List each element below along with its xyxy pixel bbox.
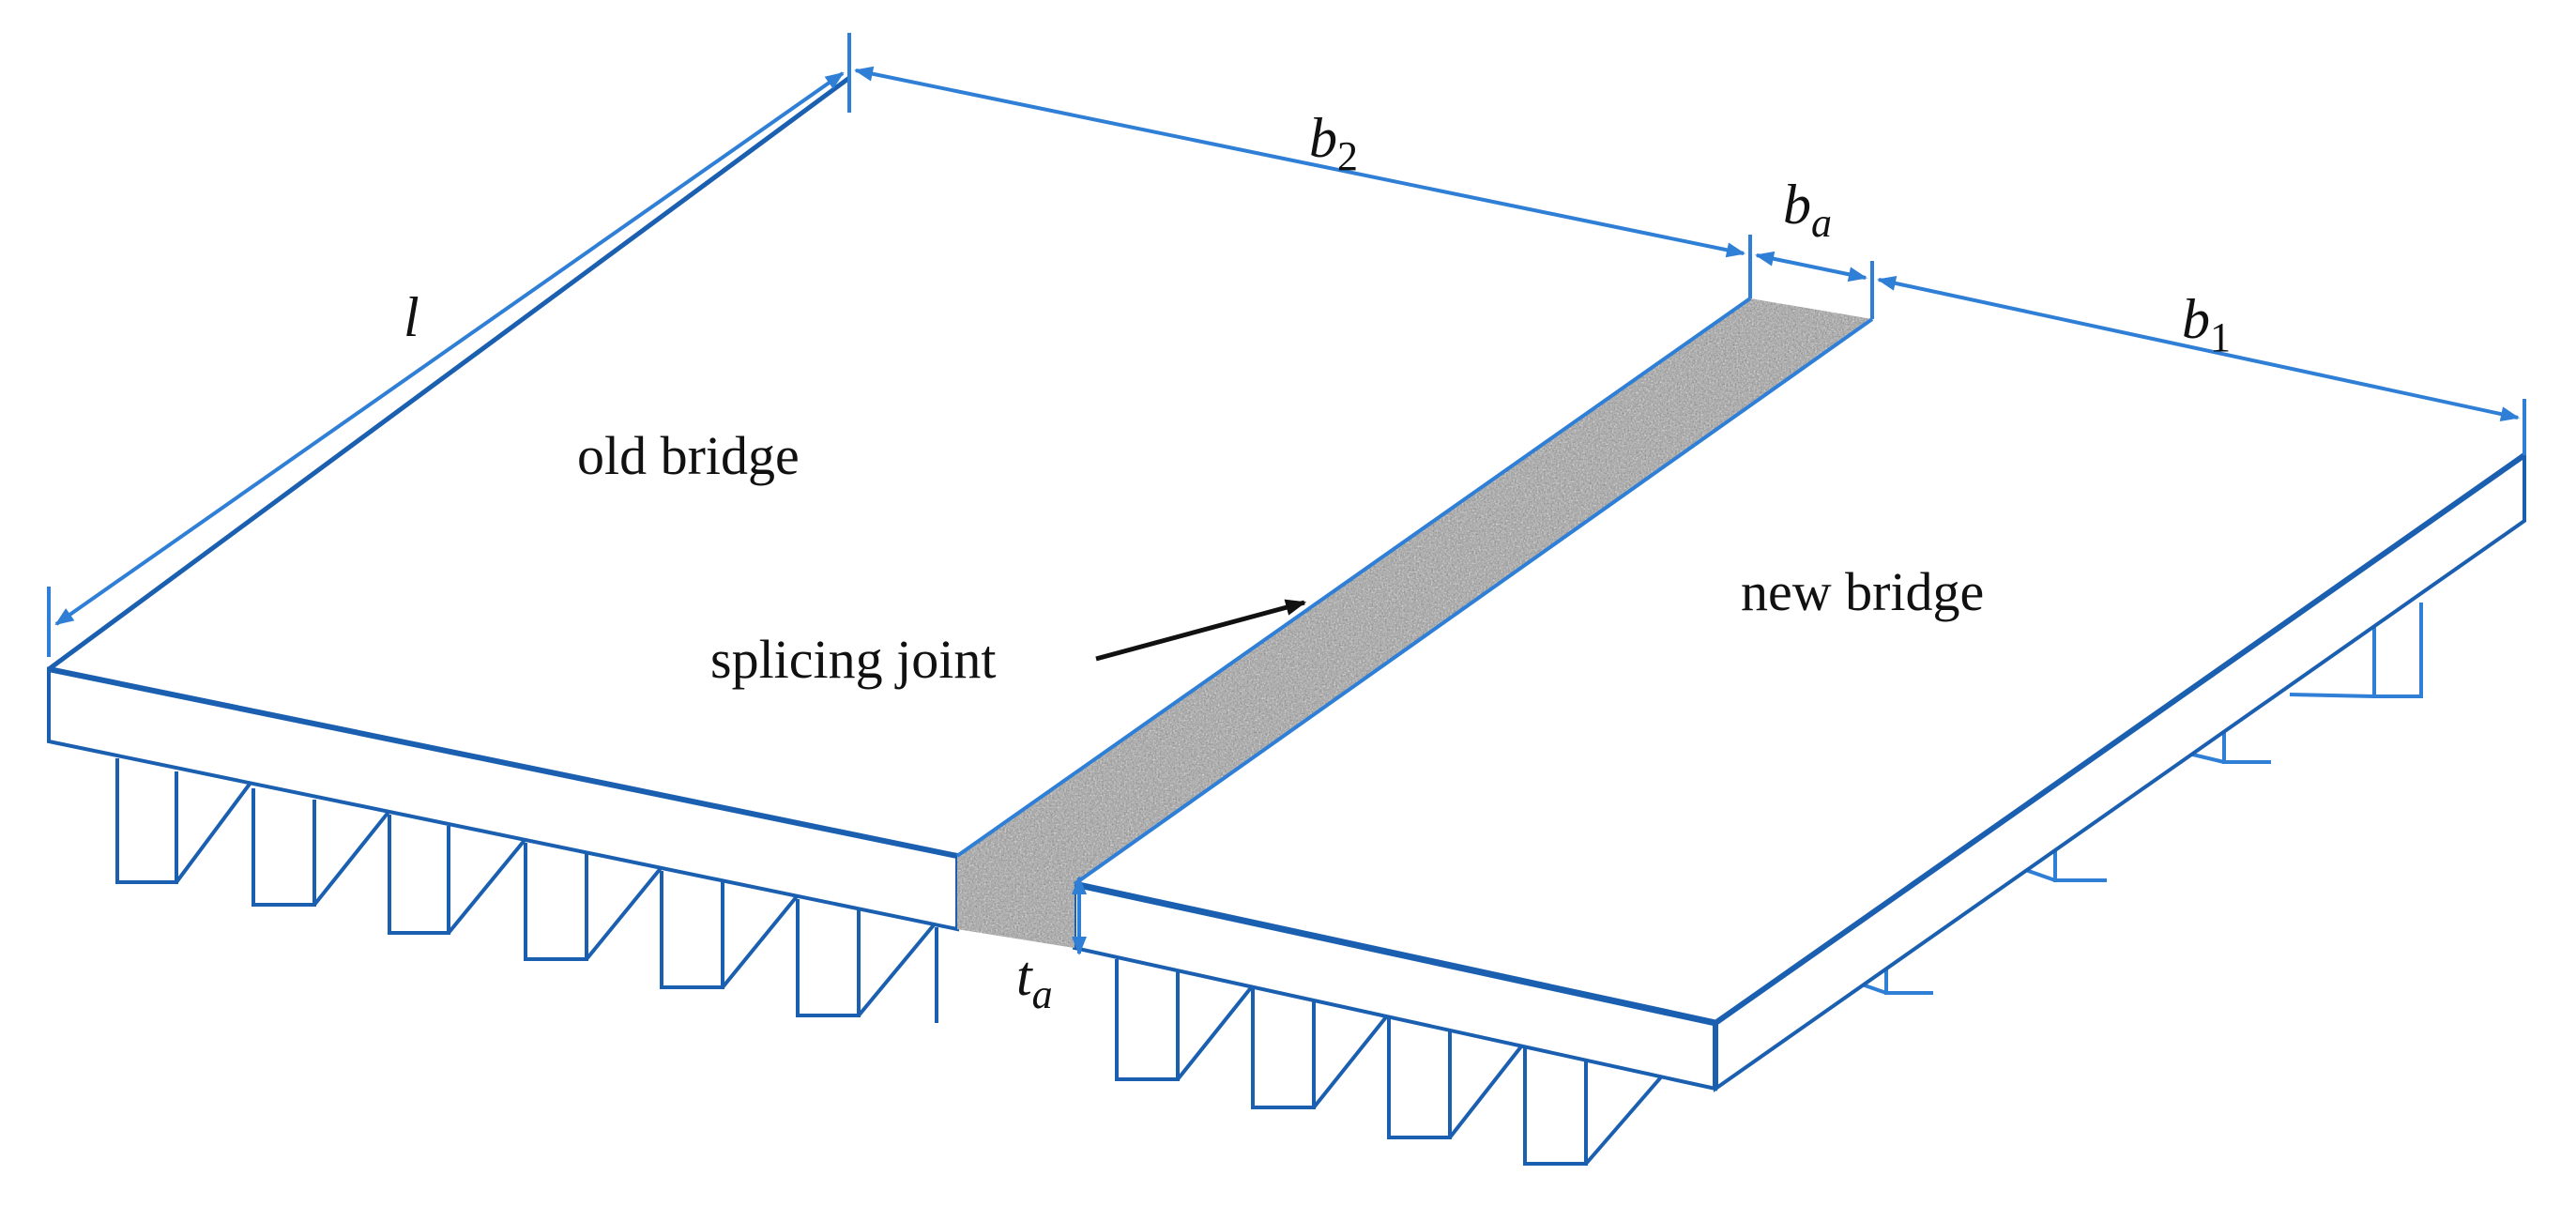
dimension-ta-main: t [1016, 945, 1033, 1007]
dimension-l-label: l [404, 286, 419, 348]
new-bridge-label: new bridge [1741, 561, 1984, 622]
dimension-b2-label: b2 [1309, 107, 1358, 179]
old-bridge-label: old bridge [577, 425, 800, 486]
dimension-ba-line [1755, 251, 1867, 282]
new-bridge-deck [1075, 319, 2524, 1023]
dimension-b1-main: b [2182, 288, 2210, 350]
dimension-b2-line [854, 66, 1745, 258]
dimension-l-line [54, 71, 845, 626]
old-bridge-girders [115, 758, 938, 1023]
splicing-joint [955, 297, 1874, 948]
old-bridge-deck [49, 78, 1750, 856]
new-bridge-girders [1115, 959, 1668, 1166]
dimension-ta-label: ta [1016, 945, 1053, 1017]
splicing-joint-label: splicing joint [710, 629, 997, 690]
new-bridge-right-edge [1714, 452, 2526, 1026]
dimension-b1-label: b1 [2182, 288, 2231, 360]
dimension-b2-main: b [1309, 107, 1337, 169]
dimension-ba-label: ba [1783, 174, 1832, 246]
dimension-b1-line [1877, 275, 2520, 422]
splicing-joint-leader [1095, 599, 1307, 662]
dimension-ba-sub: a [1811, 200, 1832, 246]
dimension-lines [47, 33, 2526, 955]
dimension-ba-main: b [1783, 174, 1811, 236]
dimension-ta-sub: a [1032, 971, 1053, 1017]
dimension-b1-sub: 1 [2210, 314, 2231, 360]
dimension-b2-sub: 2 [1337, 133, 1358, 179]
old-bridge-front-edge [48, 666, 958, 859]
new-bridge-front-edge [1074, 880, 1716, 1027]
